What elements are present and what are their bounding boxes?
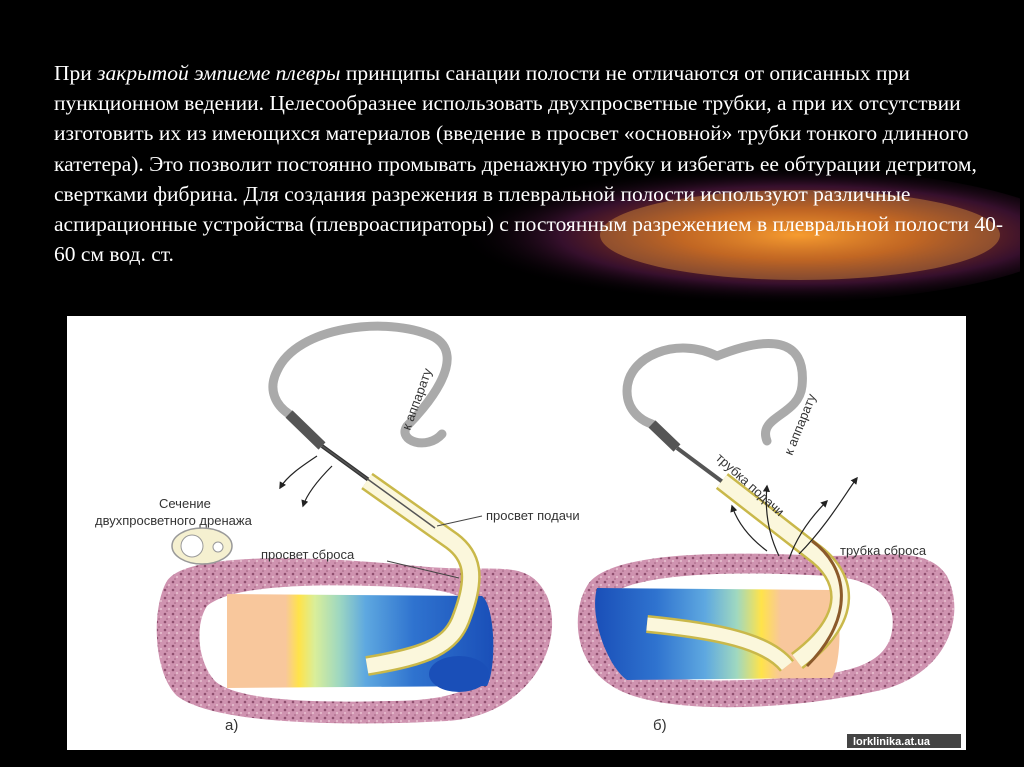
text-italic: закрытой эмпиеме плевры xyxy=(97,61,340,85)
section-label-2: двухпросветного дренажа xyxy=(95,513,253,528)
drainage-diagram: Сечение двухпросветного дренажа к аппара… xyxy=(67,316,966,750)
cavity-right xyxy=(578,554,955,708)
section-label-1: Сечение xyxy=(159,496,211,511)
diagram-panel: Сечение двухпросветного дренажа к аппара… xyxy=(67,316,966,750)
discharge-tube-label: трубка сброса xyxy=(840,543,927,558)
watermark: lorklinika.at.ua xyxy=(853,736,931,748)
discharge-lumen-label: просвет сброса xyxy=(261,547,355,562)
text-part-2: принципы санации полости не отличаются о… xyxy=(54,61,1003,266)
cavity-left xyxy=(157,558,552,723)
letter-a: а) xyxy=(225,717,238,734)
supply-lumen-label: просвет подачи xyxy=(486,508,580,523)
body-text: При закрытой эмпиеме плевры принципы сан… xyxy=(54,58,1004,269)
text-part-1: При xyxy=(54,61,97,85)
letter-b: б) xyxy=(653,717,667,734)
section-icon xyxy=(172,528,232,564)
